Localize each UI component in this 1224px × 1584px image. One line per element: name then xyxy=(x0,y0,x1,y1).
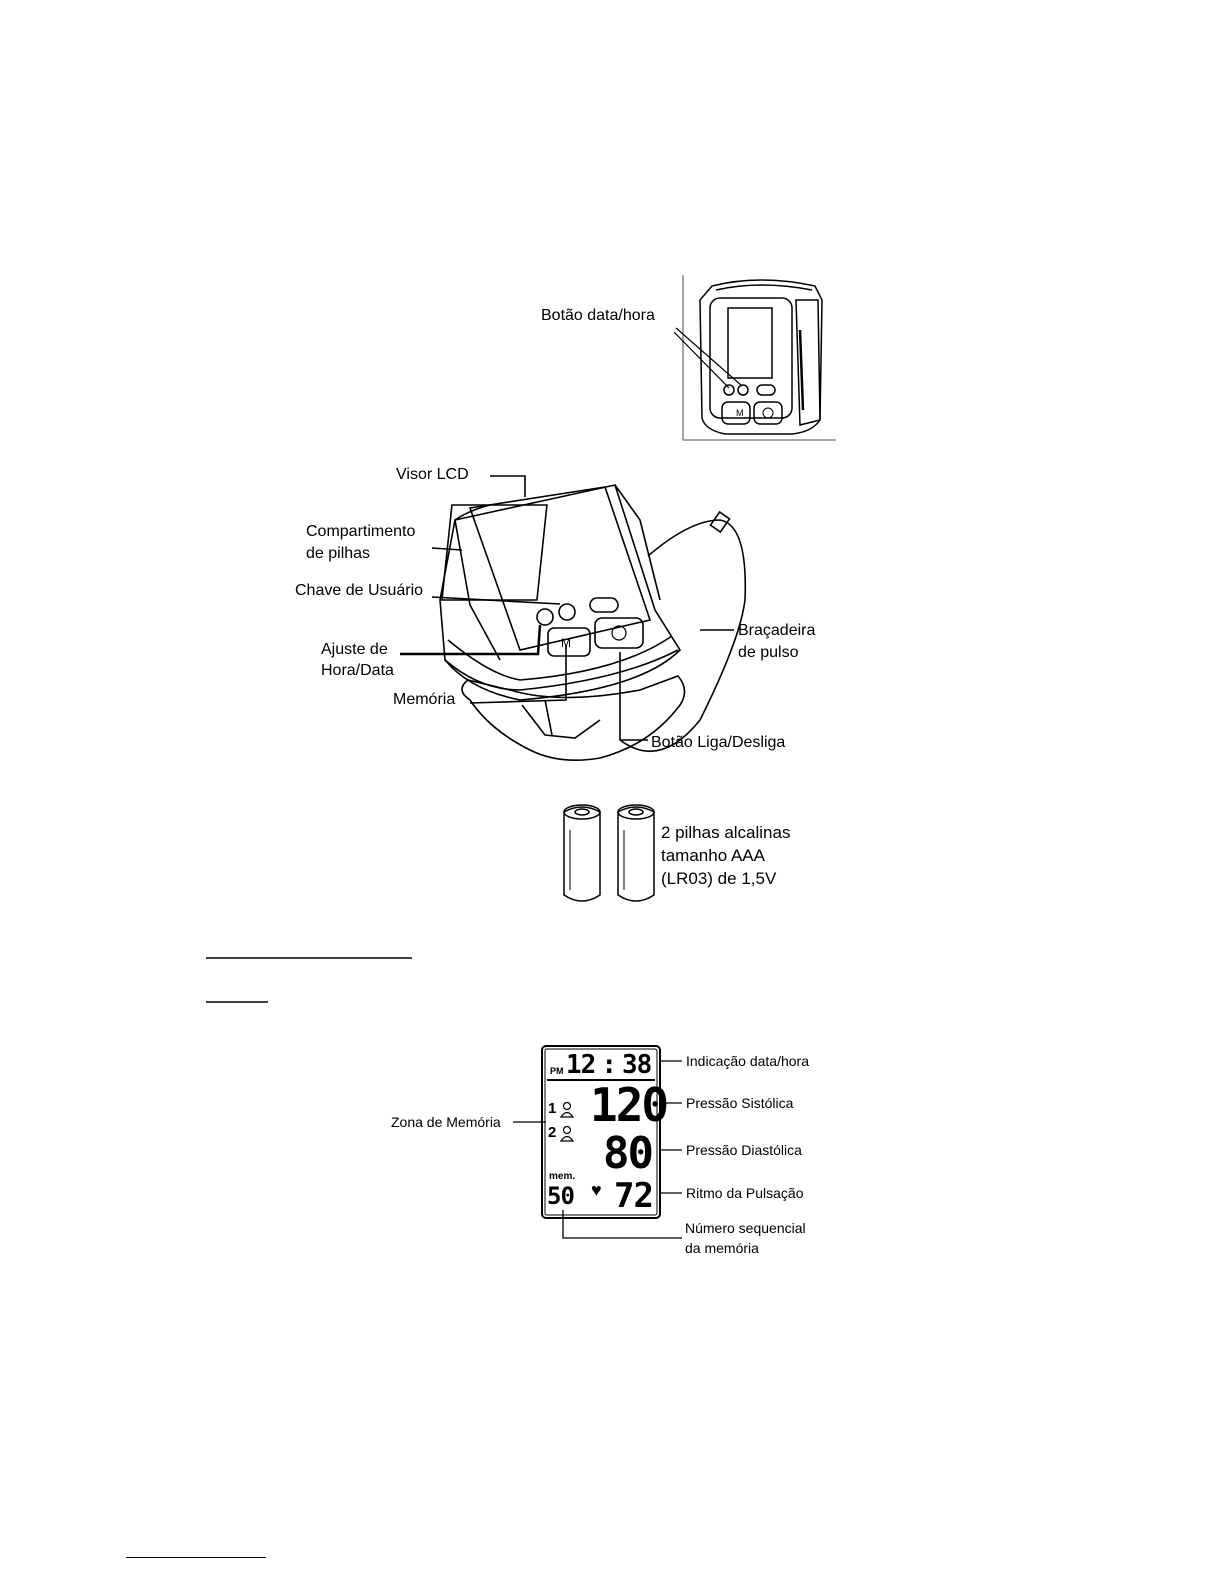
user-button-2 xyxy=(558,603,576,621)
inset-lcd xyxy=(727,307,773,379)
device-top-face xyxy=(468,486,652,651)
label-wrist-cuff-2: de pulso xyxy=(738,644,799,661)
label-diastolic-pressure: Pressão Diastólica xyxy=(686,1142,802,1158)
battery-2 xyxy=(617,804,655,902)
leader-memory xyxy=(469,645,567,704)
svg-text:M: M xyxy=(561,636,571,650)
power-button xyxy=(594,617,644,649)
label-battery-compartment-2: de pilhas xyxy=(306,545,371,562)
inset-m-button xyxy=(721,401,751,425)
inset-user-switch xyxy=(756,384,776,396)
inset-btn-1 xyxy=(723,384,735,396)
inset-device-front: M xyxy=(673,275,836,441)
lcd-panel xyxy=(513,1045,682,1239)
leader-user-switch xyxy=(431,596,561,605)
lcd-time: 12:38 xyxy=(566,1050,652,1080)
memory-button xyxy=(547,627,591,657)
inset-power-button xyxy=(753,401,783,425)
footnote-separator xyxy=(126,1557,266,1558)
lcd-mem-label: mem. xyxy=(549,1171,576,1182)
leader-battery xyxy=(431,547,463,551)
user1-icon xyxy=(562,1101,572,1111)
lcd-time-colon: : xyxy=(601,1050,617,1080)
label-wrist-cuff-1: Braçadeira xyxy=(738,622,816,639)
svg-text:M: M xyxy=(736,408,744,418)
lcd-pulse-value: 72 xyxy=(614,1176,654,1216)
leader-date-time-2 xyxy=(675,327,743,387)
leader-memory-seq xyxy=(562,1210,682,1239)
label-user-switch: Chave de Usuário xyxy=(295,582,424,599)
label-memory-seq-2: da memória xyxy=(685,1240,759,1256)
label-pulse-rate: Ritmo da Pulsação xyxy=(686,1185,804,1201)
inset-body xyxy=(699,279,823,435)
main-device: M xyxy=(400,475,747,762)
lcd-systolic-value: 120 xyxy=(590,1078,669,1132)
lcd-user1-number: 1 xyxy=(548,1100,557,1117)
inset-face xyxy=(709,297,793,419)
label-memory: Memória xyxy=(393,691,456,708)
device-body xyxy=(439,484,682,701)
label-battery-compartment-1: Compartimento xyxy=(306,523,416,540)
lcd-time-hours: 12 xyxy=(566,1050,596,1080)
lcd-pm: PM xyxy=(550,1066,564,1076)
label-date-time-indication: Indicação data/hora xyxy=(686,1053,809,1069)
time-date-adjust-button xyxy=(536,608,554,626)
label-systolic-pressure: Pressão Sistólica xyxy=(686,1095,794,1111)
label-lcd-display: Visor LCD xyxy=(396,466,469,483)
leader-lcd xyxy=(490,475,526,497)
lcd-user2-number: 2 xyxy=(548,1124,557,1141)
lcd-mem-number: 50 xyxy=(547,1182,575,1210)
battery-1 xyxy=(563,804,601,902)
heart-icon: ♥ xyxy=(591,1180,602,1200)
hose-connector xyxy=(709,510,731,534)
lcd-time-minutes: 38 xyxy=(621,1050,652,1080)
inset-btn-2 xyxy=(737,384,749,396)
label-memory-seq-1: Número sequencial xyxy=(685,1220,806,1236)
label-time-date-adjust-1: Ajuste de xyxy=(321,641,388,658)
label-date-time-button: Botão data/hora xyxy=(541,307,655,324)
battery-text-2: tamanho AAA xyxy=(661,846,765,865)
label-power-button: Botão Liga/Desliga xyxy=(651,734,786,751)
leader-time-date xyxy=(400,624,542,656)
leader-power xyxy=(619,652,648,741)
user-switch-knob xyxy=(589,597,619,613)
lcd-inner-frame xyxy=(544,1048,658,1216)
user2-icon xyxy=(562,1125,572,1135)
batteries-drawing xyxy=(563,804,655,902)
battery-text-1: 2 pilhas alcalinas xyxy=(661,823,791,842)
label-time-date-adjust-2: Hora/Data xyxy=(321,662,394,679)
air-hose xyxy=(619,519,747,753)
lcd-diastolic-value: 80 xyxy=(603,1128,654,1179)
leader-date-time-1 xyxy=(673,331,730,389)
battery-text-3: (LR03) de 1,5V xyxy=(661,869,777,888)
label-memory-zone: Zona de Memória xyxy=(391,1114,501,1130)
lcd-outer-frame xyxy=(541,1045,661,1219)
